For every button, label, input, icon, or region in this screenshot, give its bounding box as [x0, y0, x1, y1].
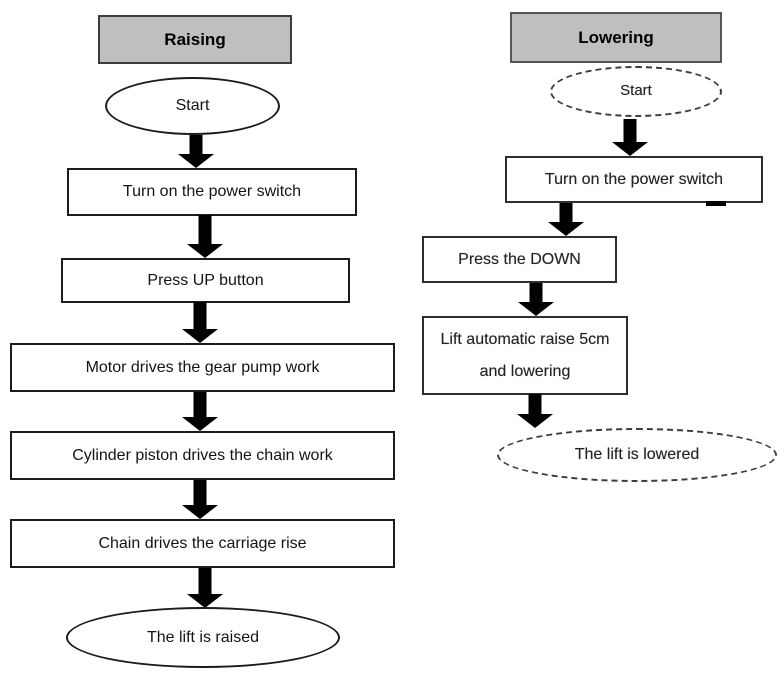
raising-step-chain-carriage: Chain drives the carriage rise [10, 519, 395, 568]
raising-end-terminal: The lift is raised [66, 607, 340, 668]
down-arrow-icon [178, 135, 214, 168]
arrow-shaft [559, 203, 573, 224]
lowering-header: Lowering [510, 12, 722, 63]
down-arrow-icon [548, 203, 584, 236]
down-arrow-icon [182, 302, 218, 343]
arrow-head [178, 154, 214, 168]
raising-start-terminal: Start [105, 77, 280, 135]
arrow-shaft [193, 480, 207, 507]
arrow-head [187, 244, 223, 258]
raising-header: Raising [98, 15, 292, 64]
raising-step-press-up: Press UP button [61, 258, 350, 303]
arrow-shaft [529, 283, 543, 304]
arrow-shaft [198, 568, 212, 596]
arrow-shaft [623, 119, 637, 144]
lowering-end-terminal: The lift is lowered [497, 428, 777, 482]
down-arrow-icon [187, 215, 223, 258]
arrow-head [182, 417, 218, 431]
arrow-head [182, 505, 218, 519]
arrow-shaft [193, 392, 207, 419]
down-arrow-icon [182, 392, 218, 431]
down-arrow-icon [187, 568, 223, 608]
arrow-head [517, 414, 553, 428]
arrow-head [187, 594, 223, 608]
lowering-start-terminal: Start [550, 66, 722, 117]
down-arrow-icon [518, 283, 554, 316]
artifact-mark [706, 201, 726, 206]
arrow-head [182, 329, 218, 343]
arrow-shaft [189, 135, 203, 156]
raising-step-cylinder-piston: Cylinder piston drives the chain work [10, 431, 395, 480]
arrow-shaft [198, 215, 212, 246]
lowering-step-power-switch: Turn on the power switch [505, 156, 763, 203]
lowering-step-auto-raise-lower: Lift automatic raise 5cm and lowering [422, 316, 628, 395]
arrow-head [612, 142, 648, 156]
down-arrow-icon [517, 394, 553, 428]
lowering-step-press-down: Press the DOWN [422, 236, 617, 283]
arrow-head [518, 302, 554, 316]
raising-step-power-switch: Turn on the power switch [67, 168, 357, 216]
raising-step-motor-pump: Motor drives the gear pump work [10, 343, 395, 392]
down-arrow-icon [612, 119, 648, 156]
down-arrow-icon [182, 480, 218, 519]
arrow-head [548, 222, 584, 236]
arrow-shaft [528, 394, 542, 416]
arrow-shaft [193, 302, 207, 331]
